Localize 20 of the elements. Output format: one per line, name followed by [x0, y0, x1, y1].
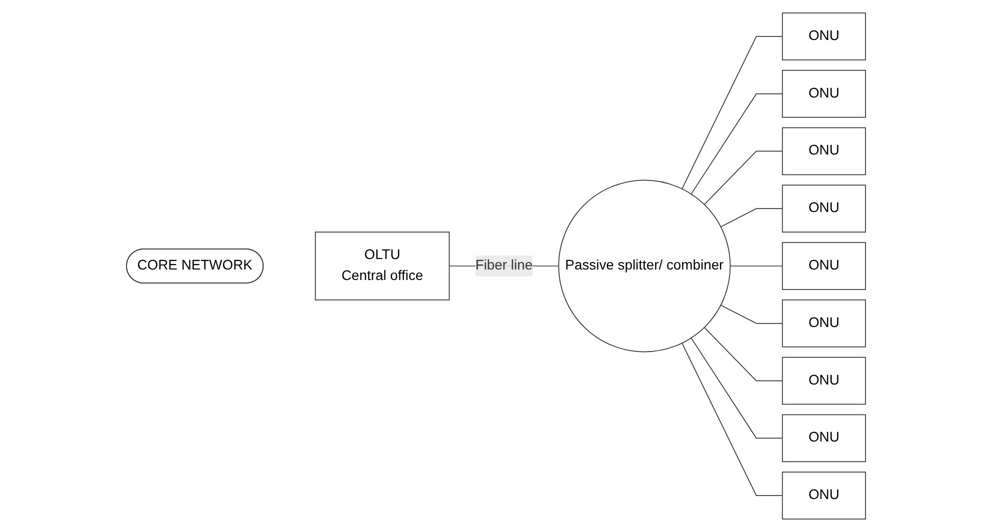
- node-box: ONU: [782, 472, 866, 520]
- connector: [690, 93, 783, 194]
- node-box: ONU: [782, 356, 866, 405]
- connector: [720, 304, 783, 324]
- connector: [704, 327, 783, 382]
- connector: [682, 36, 783, 190]
- node-box: ONU: [782, 127, 866, 176]
- node-box: ONU: [782, 70, 866, 118]
- node-circle: Passive splitter/ combiner: [558, 180, 731, 352]
- connector: [720, 208, 783, 228]
- node-box: ONU: [782, 414, 866, 462]
- node-box: ONU: [782, 12, 866, 60]
- node-box: OLTU Central office: [314, 232, 450, 300]
- node-box: ONU: [782, 299, 866, 348]
- edge-label: Fiber line: [475, 258, 533, 273]
- node-box: ONU: [782, 184, 866, 233]
- node-box: ONU: [782, 242, 866, 290]
- connector: [690, 338, 783, 439]
- connector: [704, 150, 783, 205]
- connector: [682, 342, 783, 496]
